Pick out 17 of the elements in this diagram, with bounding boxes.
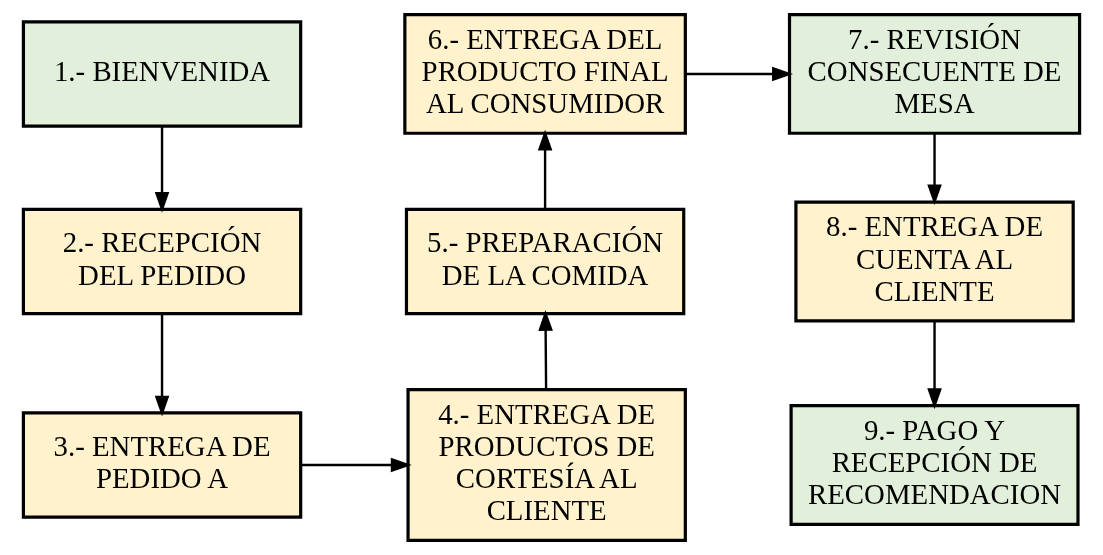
- arrow: [537, 129, 553, 210]
- node-box: 5.- PREPARACIÓN DE LA COMIDA: [404, 207, 686, 316]
- arrow: [301, 457, 412, 473]
- node-box: 9.- PAGO Y RECEPCIÓN DE RECOMENDACION: [789, 404, 1080, 526]
- node-box: 4.- ENTREGA DE PRODUCTOS DE CORTESÍA AL CLIENTE: [406, 388, 687, 542]
- node-box: 1.- BIENVENIDA: [21, 20, 303, 128]
- arrow: [538, 310, 553, 390]
- arrow: [154, 313, 170, 417]
- arrow: [927, 321, 942, 410]
- node-box: 8.- ENTREGA DE CUENTA AL CLIENTE: [794, 200, 1075, 323]
- arrow: [154, 126, 170, 213]
- node-box: 2.- RECEPCIÓN DEL PEDIDO: [21, 207, 303, 316]
- arrow: [685, 66, 793, 82]
- node-box: 7.- REVISIÓN CONSECUENTE DE MESA: [787, 13, 1082, 135]
- node-box: 3.- ENTREGA DE PEDIDO A: [21, 411, 303, 519]
- arrow: [927, 133, 942, 206]
- node-box: 6.- ENTREGA DEL PRODUCTO FINAL AL CONSUMIDOR: [403, 13, 687, 135]
